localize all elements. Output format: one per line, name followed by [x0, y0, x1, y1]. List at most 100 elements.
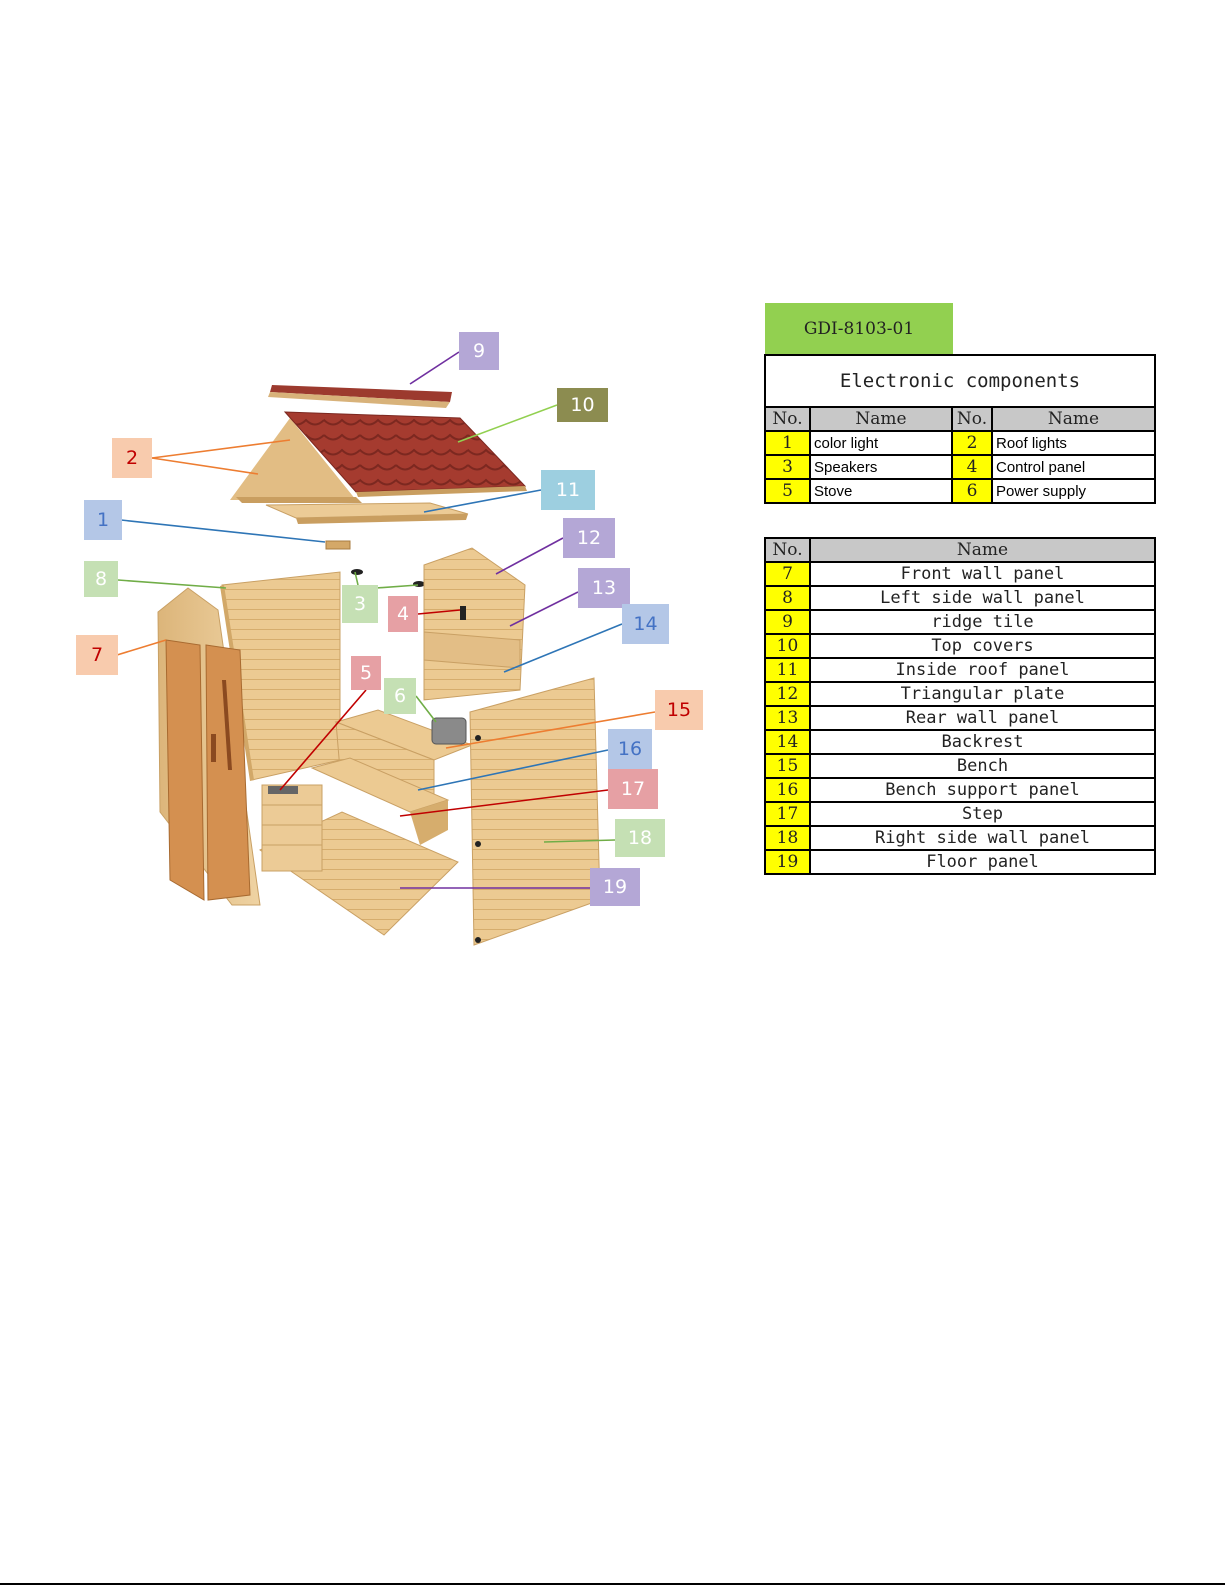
- right-side-wall-panel: [469, 677, 601, 946]
- item-number: 12: [764, 681, 811, 707]
- item-name: Backrest: [809, 729, 1156, 755]
- callout-box: [590, 868, 640, 906]
- item-number: 18: [764, 825, 811, 851]
- leader-line-7: [116, 639, 167, 656]
- callout-label: 12: [577, 527, 601, 549]
- item-name: Top covers: [809, 633, 1156, 659]
- callout-box: [615, 819, 665, 857]
- callout-box: [84, 500, 122, 540]
- table-title-row: Electronic components: [763, 354, 1157, 408]
- callout-box: [578, 568, 630, 608]
- callout-box: [459, 332, 499, 370]
- item-name: Rear wall panel: [809, 705, 1156, 731]
- callout-8: 8: [84, 561, 118, 597]
- item-number: 15: [764, 753, 811, 779]
- leader-line-12: [495, 537, 564, 575]
- leader-line-11: [423, 489, 542, 513]
- callout-box: [384, 678, 416, 714]
- item-name: Left side wall panel: [809, 585, 1156, 611]
- callout-label: 2: [126, 447, 138, 469]
- item-name: ridge tile: [809, 609, 1156, 635]
- leader-line-18: [543, 839, 616, 843]
- item-number: 14: [764, 729, 811, 755]
- item-name: Step: [809, 801, 1156, 827]
- item-number: 7: [764, 561, 811, 587]
- item-number: 2: [951, 430, 993, 456]
- callout-label: 17: [621, 778, 645, 800]
- callout-10: 10: [557, 388, 608, 422]
- callout-label: 3: [354, 593, 366, 615]
- callout-label: 1: [97, 509, 109, 531]
- callout-5: 5: [351, 656, 381, 690]
- callout-box: [388, 596, 418, 632]
- column-header-no: No.: [764, 537, 811, 563]
- callout-box: [655, 690, 703, 730]
- leader-line-10: [457, 404, 558, 443]
- item-name: Triangular plate: [809, 681, 1156, 707]
- item-number: 11: [764, 657, 811, 683]
- callout-4: 4: [388, 596, 418, 632]
- item-number: 16: [764, 777, 811, 803]
- item-name: Power supply: [990, 478, 1157, 504]
- item-name: Stove: [809, 478, 953, 504]
- callout-label: 11: [556, 479, 580, 501]
- callout-label: 13: [592, 577, 616, 599]
- callout-13: 13: [578, 568, 630, 608]
- callout-15: 15: [655, 690, 703, 730]
- callout-2: 2: [112, 438, 152, 478]
- callout-box: [563, 518, 615, 558]
- item-name: Bench support panel: [809, 777, 1156, 803]
- callout-17: 17: [608, 769, 658, 809]
- leader-line-2: [151, 457, 259, 475]
- item-name: Roof lights: [990, 430, 1157, 456]
- item-number: 5: [764, 478, 811, 504]
- item-name: Front wall panel: [809, 561, 1156, 587]
- model-code: GDI-8103-01: [803, 318, 915, 339]
- leader-line-14: [503, 623, 623, 673]
- callout-label: 7: [91, 644, 103, 666]
- roof-assembly: [230, 411, 527, 503]
- color-light: [325, 540, 351, 550]
- callout-1: 1: [84, 500, 122, 540]
- callout-label: 5: [360, 662, 372, 684]
- callout-box: [351, 656, 381, 690]
- callout-box: [557, 388, 608, 422]
- callout-label: 9: [473, 340, 485, 362]
- callout-16: 16: [608, 729, 652, 769]
- item-name: Control panel: [990, 454, 1157, 480]
- item-name: Floor panel: [809, 849, 1156, 875]
- leader-line-3: [354, 571, 359, 586]
- ridge-tile: [268, 385, 452, 408]
- rear-wall-panel: [423, 547, 526, 701]
- leader-line-5: [279, 689, 367, 791]
- stove: [261, 784, 323, 872]
- leader-line-8: [117, 579, 227, 589]
- table-row: 1 color light 2 Roof lights: [764, 430, 1157, 456]
- electronic-components-table: Electronic components No. Name No. Name …: [763, 354, 1157, 504]
- item-name: color light: [809, 430, 953, 456]
- item-number: 1: [764, 430, 811, 456]
- callout-label: 8: [95, 568, 107, 590]
- column-header-no: No.: [764, 406, 811, 432]
- callout-box: [541, 470, 595, 510]
- callout-19: 19: [590, 868, 640, 906]
- leader-line-17: [399, 789, 609, 817]
- callout-3: 3: [342, 585, 378, 623]
- leader-line-9: [409, 351, 460, 385]
- callout-label: 16: [618, 738, 642, 760]
- callout-14: 14: [622, 604, 669, 644]
- item-number: 13: [764, 705, 811, 731]
- item-number: 3: [764, 454, 811, 480]
